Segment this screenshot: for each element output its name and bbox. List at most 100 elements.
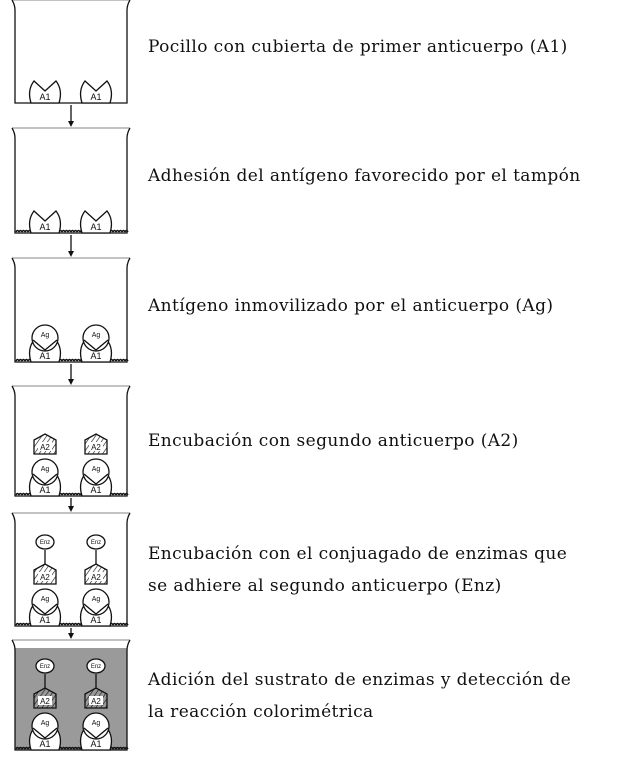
a1-label: A1 [90,739,101,749]
enzyme-enz [35,534,55,550]
enzyme-enz [35,658,55,674]
caption-step-4: Encubación con segundo anticuerpo (A2) [148,425,519,457]
well-outline [11,639,131,751]
blocking-buffer [109,746,129,750]
ag-label: Ag [41,720,50,727]
a2-label: A2 [40,443,50,452]
ag-label: Ag [92,466,101,473]
arrow-down-icon [68,633,74,639]
a2-label: A2 [91,697,101,706]
a1-label: A1 [39,92,50,102]
arrow-down-icon [68,251,74,257]
enzyme-enz [86,658,106,674]
antigen-notch [32,339,58,351]
antibody-a1 [28,210,62,234]
caption-step-1: Pocillo con cubierta de primer anticuerp… [148,31,568,63]
blocking-buffer [58,622,84,626]
caption-line: se adhiere al segundo anticuerpo (Enz) [148,576,502,596]
caption-line: la reacción colorimétrica [148,702,374,722]
a1-label: A1 [90,351,101,361]
blocking-buffer [58,358,84,362]
a1-label: A1 [90,485,101,495]
blocking-buffer [15,746,32,750]
antigen-notch [32,727,58,739]
a1-label: A1 [39,222,50,232]
a2-label-bg [38,442,52,451]
a2-label: A2 [91,443,101,452]
well-outline [11,385,131,497]
a2-label: A2 [40,697,50,706]
a2-label-bg [89,572,103,581]
a1-label: A1 [90,615,101,625]
well-outline [11,512,131,627]
blocking-buffer [109,358,129,362]
caption-line: Encubación con el conjuagado de enzimas … [148,544,568,564]
blocking-buffer [109,492,129,496]
a2-label: A2 [40,573,50,582]
blocking-buffer [58,746,84,750]
caption-line: Adhesión del antígeno favorecido por el … [148,166,581,186]
blocking-buffer [109,622,129,626]
well-outline [11,257,131,363]
antigen-notch [83,603,109,615]
a2-label-bg [38,572,52,581]
a1-label: A1 [39,351,50,361]
caption-line: Adición del sustrato de enzimas y detecc… [148,670,572,690]
blocking-buffer [15,229,32,233]
enz-label: Enz [40,664,50,670]
antigen-notch [32,603,58,615]
antigen-notch [83,727,109,739]
arrow-down-icon [68,506,74,512]
caption-line: Pocillo con cubierta de primer anticuerp… [148,37,568,57]
caption-line: Antígeno inmovilizado por el anticuerpo … [148,296,554,316]
blocking-buffer [15,492,32,496]
a1-label: A1 [39,485,50,495]
caption-step-3: Antígeno inmovilizado por el anticuerpo … [148,290,553,322]
caption-step-5: Encubación con el conjuagado de enzimas … [148,538,567,602]
a2-label-bg [89,696,103,705]
caption-step-2: Adhesión del antígeno favorecido por el … [148,160,581,192]
antibody-a1 [28,80,62,104]
ag-label: Ag [41,466,50,473]
ag-label: Ag [41,596,50,603]
well-step-1: A1 A1 [11,0,131,104]
a2-label: A2 [91,573,101,582]
ag-label: Ag [92,596,101,603]
caption-line: Encubación con segundo anticuerpo (A2) [148,431,519,451]
a1-label: A1 [90,92,101,102]
a1-label: A1 [90,222,101,232]
blocking-buffer [109,229,129,233]
blocking-buffer [15,622,32,626]
antibody-a1 [79,210,113,234]
ag-label: Ag [41,332,50,339]
arrow-down-icon [68,379,74,385]
ag-label: Ag [92,720,101,727]
a1-label: A1 [39,615,50,625]
ag-label: Ag [92,332,101,339]
caption-step-6: Adición del sustrato de enzimas y detecc… [148,664,571,728]
blocking-buffer [15,358,32,362]
well-outline [11,0,131,104]
blocking-buffer [58,229,84,233]
a1-label: A1 [39,739,50,749]
enzyme-enz [86,534,106,550]
arrow-down-icon [68,121,74,127]
blocking-buffer [58,492,84,496]
antibody-a1 [79,80,113,104]
enz-label: Enz [91,540,101,546]
antigen-notch [83,339,109,351]
enz-label: Enz [40,540,50,546]
antigen-notch [32,473,58,485]
enz-label: Enz [91,664,101,670]
well-outline [11,127,131,234]
well-step-2: A1 A1 [11,127,131,234]
a2-label-bg [89,442,103,451]
antigen-notch [83,473,109,485]
a2-label-bg [38,696,52,705]
